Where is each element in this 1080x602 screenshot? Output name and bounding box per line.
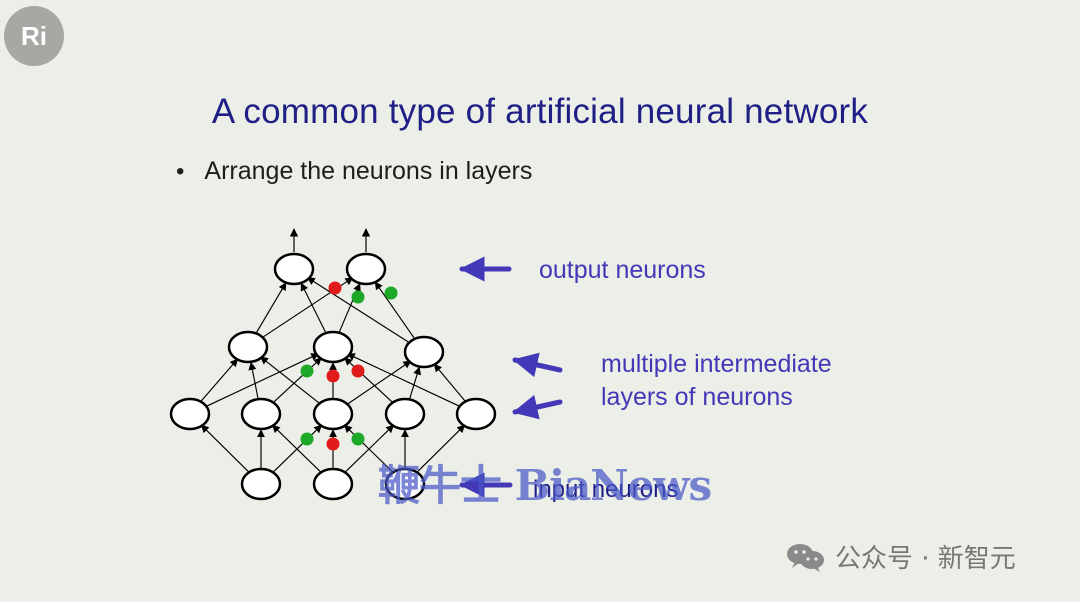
hidden-neuron — [384, 397, 426, 431]
hidden-neuron — [240, 397, 282, 431]
multiple-layers-line-1: multiple intermediate — [601, 350, 832, 378]
connection-line — [343, 424, 394, 474]
logo-circle: Ri — [4, 6, 64, 66]
connection-line — [433, 363, 467, 403]
input-neuron — [240, 467, 282, 501]
hidden-neuron — [312, 330, 354, 364]
weight-dot-red — [326, 437, 340, 451]
multiple-layers-line-2: layers of neurons — [601, 382, 793, 411]
weight-dot-green — [351, 290, 365, 304]
weight-dots — [300, 281, 398, 451]
wechat-icon — [787, 543, 824, 572]
connection-line — [409, 366, 422, 399]
hidden-neuron — [455, 397, 497, 431]
weight-dot-green — [300, 432, 314, 446]
connection-line — [255, 282, 287, 334]
input-neuron — [312, 467, 354, 501]
output-neuron — [345, 252, 387, 286]
connection-lines — [200, 277, 467, 474]
multiple-layers-label: multiple intermediate layers of neurons — [601, 348, 832, 413]
annotation-arrows — [459, 256, 563, 498]
connection-line — [204, 353, 320, 408]
connection-line — [374, 281, 416, 340]
connection-line — [248, 361, 259, 399]
weight-dot-red — [351, 364, 365, 378]
connection-line — [200, 358, 239, 403]
connection-line — [272, 357, 322, 404]
weight-dot-red — [328, 281, 342, 295]
connection-line — [200, 424, 251, 474]
hidden-neuron — [403, 335, 445, 369]
connection-line — [415, 424, 466, 474]
hidden-neuron — [169, 397, 211, 431]
neurons — [169, 252, 497, 501]
connection-line — [306, 277, 411, 344]
hidden-neuron — [227, 330, 269, 364]
output-arrows — [289, 228, 371, 252]
footer-credit: 公众号 · 新智元 — [785, 538, 1016, 575]
connection-line — [344, 357, 394, 404]
connection-line — [345, 360, 412, 406]
connection-line — [346, 353, 462, 408]
bianews-watermark: 鞭牛士 BiaNews — [378, 461, 712, 510]
output-neuron — [273, 252, 315, 286]
slide-title: A common type of artificial neural netwo… — [211, 92, 869, 131]
input-neurons-label: input neurons — [533, 476, 679, 503]
connection-line — [271, 424, 322, 474]
weight-dot-green — [384, 286, 398, 300]
hidden-pointer-arrow-1 — [512, 352, 563, 378]
weight-dot-red — [326, 369, 340, 383]
footer-text: 公众号 · 新智元 — [835, 544, 1016, 574]
logo-text: Ri — [21, 20, 47, 51]
connection-line — [259, 356, 321, 405]
hidden-neuron — [312, 397, 354, 431]
bullet-point: • Arrange the neurons in layers — [176, 157, 532, 186]
output-neurons-label: output neurons — [539, 256, 706, 284]
connection-line — [300, 282, 327, 333]
hidden-pointer-arrow-2 — [512, 394, 563, 420]
bullet-dot-icon: • — [176, 157, 185, 185]
weight-dot-green — [351, 432, 365, 446]
bullet-text: Arrange the neurons in layers — [204, 157, 533, 185]
weight-dot-green — [300, 364, 314, 378]
input-neuron — [384, 467, 426, 501]
